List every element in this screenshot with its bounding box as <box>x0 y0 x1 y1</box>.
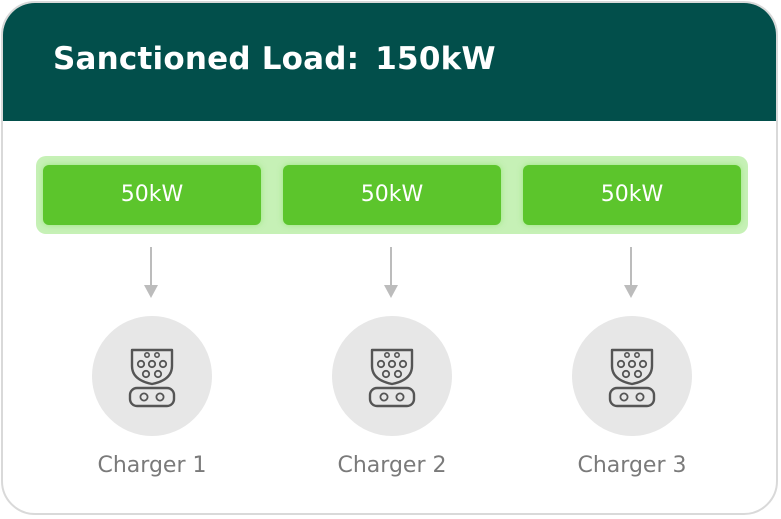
ev-connector-icon <box>608 348 656 408</box>
charger-3-label: Charger 3 <box>577 453 687 478</box>
header-bar: Sanctioned Load: 150kW <box>3 3 776 121</box>
charger-3-icon-circle <box>572 316 692 436</box>
load-segment-3: 50kW <box>523 165 741 225</box>
charger-2-label: Charger 2 <box>337 453 447 478</box>
charger-1-label: Charger 1 <box>97 453 207 478</box>
sanctioned-load-title: Sanctioned Load: 150kW <box>53 41 496 77</box>
charger-2-icon-circle <box>332 316 452 436</box>
sanctioned-load-value: 150kW <box>375 41 496 77</box>
sanctioned-load-label: Sanctioned Load: <box>53 41 360 77</box>
ev-connector-icon <box>128 348 176 408</box>
arrow-down-icon <box>144 247 158 298</box>
load-strip: 50kW 50kW 50kW <box>36 156 748 234</box>
arrow-down-icon <box>624 247 638 298</box>
arrow-down-icon <box>384 247 398 298</box>
load-segment-2: 50kW <box>283 165 501 225</box>
load-segment-1: 50kW <box>43 165 261 225</box>
ev-connector-icon <box>368 348 416 408</box>
charger-1-icon-circle <box>92 316 212 436</box>
